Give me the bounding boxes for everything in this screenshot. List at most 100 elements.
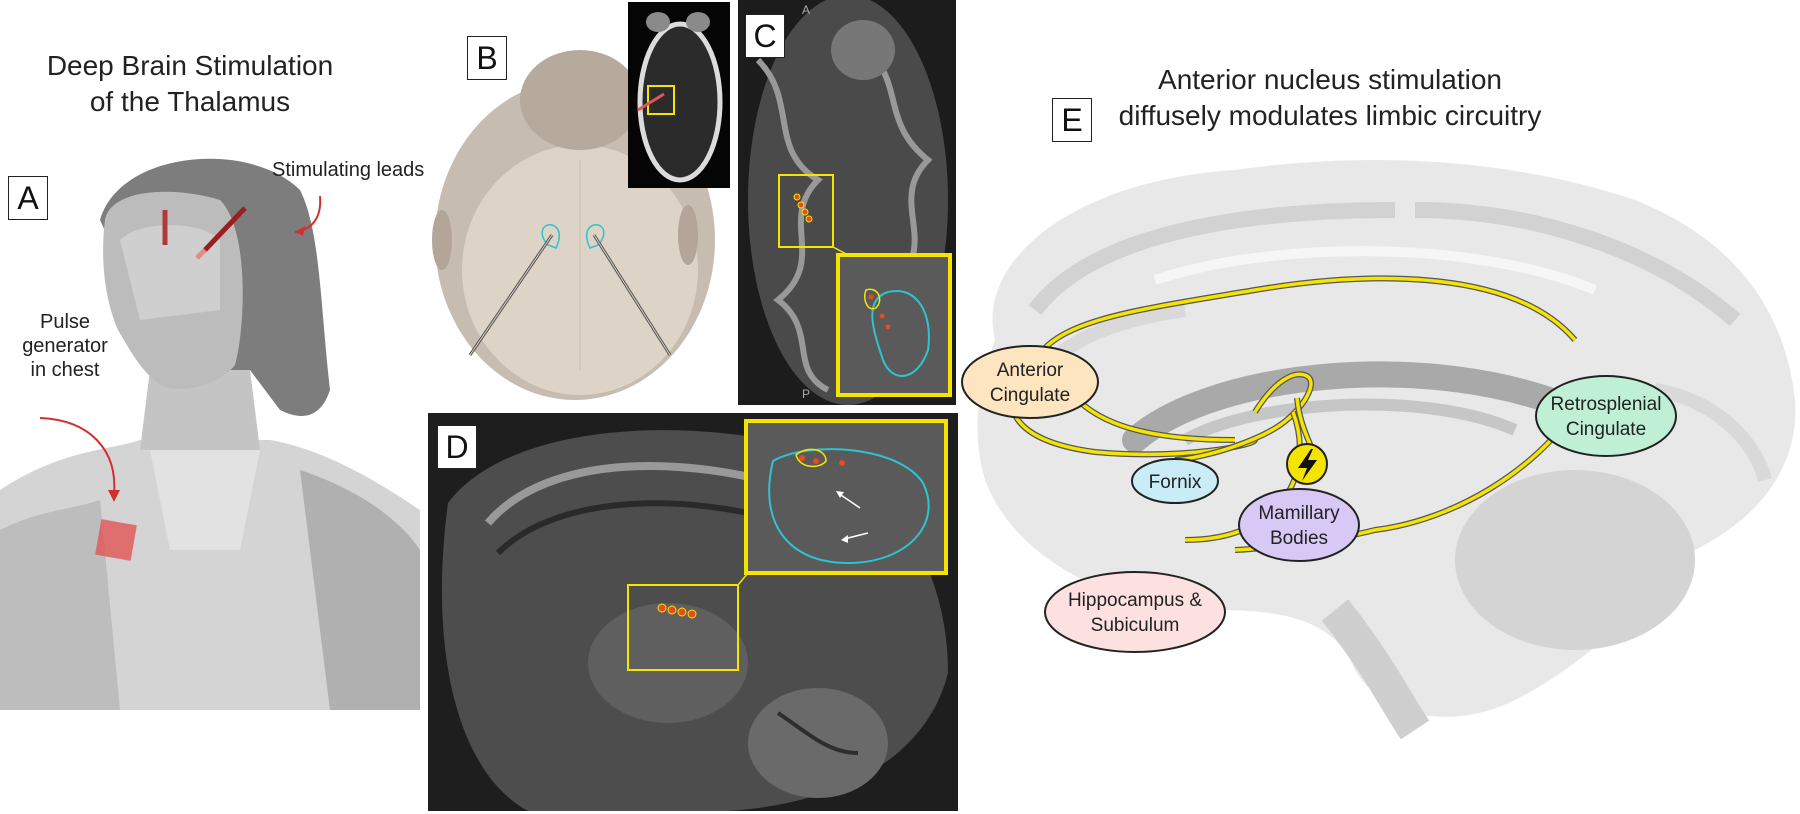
node-mamillary-line1: Mamillary xyxy=(1258,503,1340,524)
mri-c-eye xyxy=(831,20,895,80)
white-arrowhead-2 xyxy=(841,535,848,543)
ct-orbit-right xyxy=(686,12,710,32)
node-hippocampus-subiculum xyxy=(1044,571,1226,653)
mri-c-sulci-right xyxy=(856,37,933,283)
panel-letter-d: D xyxy=(437,425,477,469)
lightning-bolt-icon xyxy=(1298,449,1317,481)
contact-2 xyxy=(797,201,805,209)
node-retrosplenial-line1: Retrosplenial xyxy=(1551,394,1662,415)
panel-a-title-line2: of the Thalamus xyxy=(89,86,291,117)
node-anterior-cingulate-line1: Anterior xyxy=(997,360,1064,381)
mri-c-sulci-left xyxy=(755,57,830,393)
brainstem xyxy=(1321,599,1430,740)
ct-axial-inset xyxy=(628,2,730,188)
mri-d-zoom-inset xyxy=(744,419,948,575)
d-contact-4 xyxy=(687,609,697,619)
d-contact-3 xyxy=(677,607,687,617)
ct-skull-ring xyxy=(637,21,723,183)
pulse-arrowhead xyxy=(108,490,120,502)
gyrus-2 xyxy=(1414,202,1741,327)
stimulating-leads-label: Stimulating leads xyxy=(272,159,425,181)
limbic-circuit-diagram: Anterior Cingulate Retrosplenial Cingula… xyxy=(961,160,1796,740)
left-thalamus-contour xyxy=(541,224,560,249)
mri-d-thalamus-contour xyxy=(768,448,930,565)
right-thalamus-contour xyxy=(586,224,605,249)
mri-c-an-contour xyxy=(864,288,881,310)
mri-d-highlight-box xyxy=(627,584,739,671)
mri-c-highlight-box xyxy=(778,174,834,248)
mri-d-thalamus-region xyxy=(588,603,748,723)
panel-e-title-line1: Anterior nucleus stimulation xyxy=(1158,64,1502,95)
orientation-anterior: A xyxy=(802,3,810,17)
panel-letter-a: A xyxy=(8,176,48,220)
node-hippocampus-line2: Subiculum xyxy=(1091,615,1180,636)
mri-axial-view: P A xyxy=(738,0,956,405)
node-mamillary-line2: Bodies xyxy=(1270,528,1328,549)
d-zoom-contact-1 xyxy=(799,455,805,461)
node-fornix-label: Fornix xyxy=(1149,472,1202,493)
d-zoom-contact-2 xyxy=(813,458,819,464)
left-lead-core xyxy=(469,234,553,356)
patient-silhouette xyxy=(0,158,420,710)
gyrus-1 xyxy=(1028,202,1396,315)
node-retrosplenial-line2: Cingulate xyxy=(1566,419,1646,440)
panel-letter-e: E xyxy=(1052,98,1092,142)
d-zoom-contact-3 xyxy=(839,460,845,466)
corpus-callosum xyxy=(1122,361,1588,453)
pulse-label-line1: Pulse xyxy=(39,311,91,333)
contact-1 xyxy=(793,193,801,201)
mri-d-an-contour xyxy=(795,448,827,468)
ear-left xyxy=(432,210,452,270)
panel-letter-c: C xyxy=(745,14,785,58)
d-contact-1 xyxy=(657,603,667,613)
white-arrow-1 xyxy=(837,492,861,509)
white-arrowhead-1 xyxy=(836,491,844,498)
node-hippocampus-line1: Hippocampus & xyxy=(1068,590,1202,611)
cingulate-sulcus xyxy=(1153,246,1597,295)
tract-cingulate-bundle xyxy=(1033,276,1577,363)
mri-c-zoom-inset xyxy=(836,253,952,397)
right-stimulating-lead xyxy=(203,206,247,252)
zoom-contact-1 xyxy=(868,294,874,300)
panel-a-title-line1: Deep Brain Stimulation xyxy=(46,50,334,81)
torso-highlight xyxy=(150,450,260,550)
zoom-contact-3 xyxy=(885,324,891,330)
node-retrosplenial-cingulate xyxy=(1535,375,1677,457)
mri-sagittal-view xyxy=(428,413,958,811)
pulse-generator-label: Pulse generator in chest xyxy=(15,310,115,382)
cerebellum-shade xyxy=(1455,470,1695,650)
zoom-contact-2 xyxy=(879,313,885,319)
pulse-label-line2: generator xyxy=(22,335,108,357)
gyrus-4 xyxy=(1653,383,1772,482)
torso-shade-left xyxy=(0,500,120,710)
panel-e-title: Anterior nucleus stimulation diffusely m… xyxy=(1090,62,1570,134)
lateral-ventricle xyxy=(1182,398,1518,446)
node-anterior-cingulate-line2: Cingulate xyxy=(990,385,1070,406)
leads-arrowhead xyxy=(295,226,305,236)
pulse-arrow xyxy=(39,417,116,496)
d-contact-2 xyxy=(667,605,677,615)
mri-c-thalamus-contour xyxy=(871,289,930,377)
ear-right xyxy=(678,205,698,265)
panel-letter-b: B xyxy=(467,36,507,80)
contact-3 xyxy=(801,208,809,216)
skull-face xyxy=(520,50,640,150)
ct-lead-artifact xyxy=(637,92,665,112)
mri-d-cerebellum xyxy=(748,688,888,798)
neck-shape xyxy=(140,370,260,450)
ct-highlight-box xyxy=(647,85,675,115)
right-lead-core xyxy=(593,234,671,356)
torso-shade-right xyxy=(300,470,420,710)
orientation-posterior: P xyxy=(802,387,810,401)
contact-4 xyxy=(805,215,813,223)
node-mamillary-bodies xyxy=(1238,488,1360,562)
ct-orbit-left xyxy=(646,12,670,32)
tract-fornix-arc xyxy=(1174,372,1313,462)
pulse-label-line3: in chest xyxy=(30,359,100,381)
mri-d-folia xyxy=(776,711,859,755)
panel-e-title-line2: diffusely modulates limbic circuitry xyxy=(1118,100,1542,131)
pulse-generator-box xyxy=(95,519,137,561)
node-fornix xyxy=(1131,458,1219,504)
panel-a-title: Deep Brain Stimulation of the Thalamus xyxy=(20,48,360,120)
face-highlight xyxy=(120,225,220,320)
